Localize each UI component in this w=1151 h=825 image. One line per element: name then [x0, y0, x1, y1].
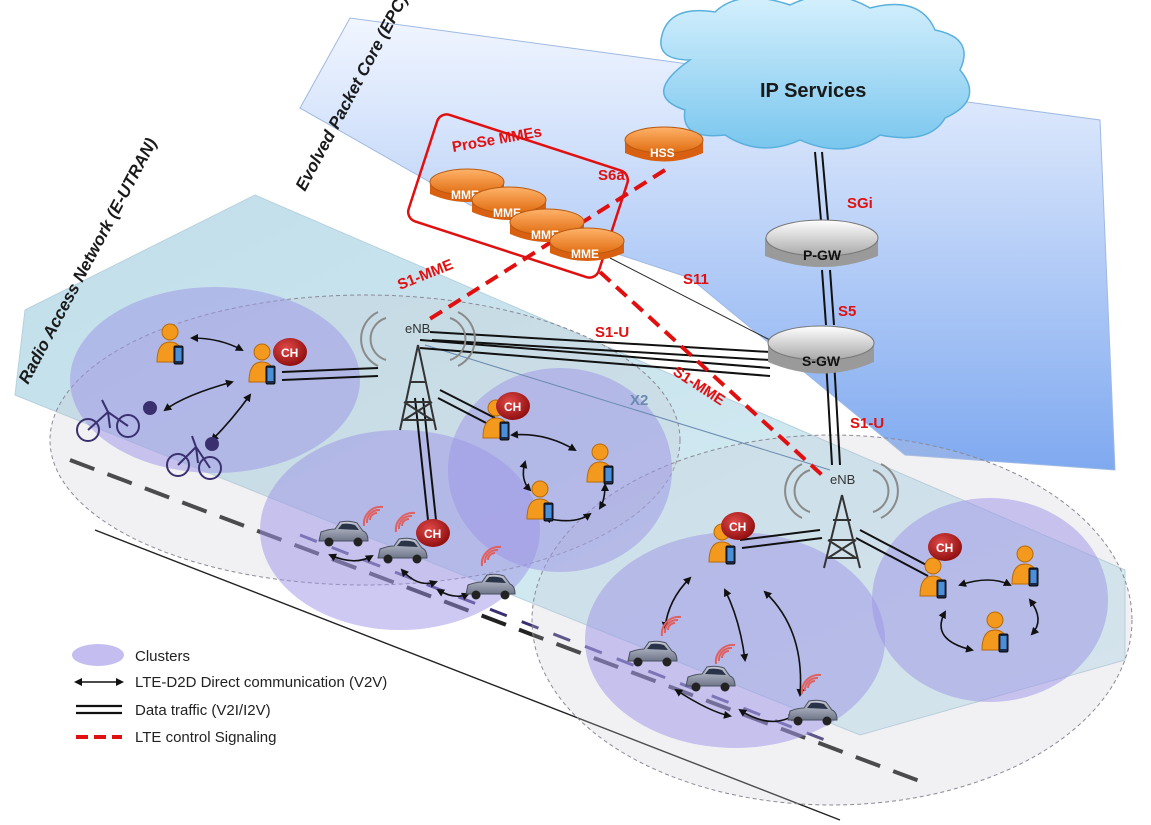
cluster-head-badge: CH — [416, 519, 450, 547]
cluster-head-badge: CH — [273, 338, 307, 366]
ch-label: CH — [281, 346, 298, 360]
tower-icon — [399, 344, 437, 431]
signal-icon — [360, 311, 476, 367]
enb-right: eNB — [784, 463, 899, 569]
cloud-label: IP Services — [760, 80, 866, 102]
enb-left: eNB — [360, 311, 476, 431]
label-s1-u-left: S1-U — [595, 324, 629, 341]
ch-label: CH — [729, 520, 746, 534]
bicycle-icon — [166, 435, 222, 480]
label-s6a: S6a — [598, 167, 625, 184]
cluster-head-badge: CH — [721, 512, 755, 540]
legend-control: LTE control Signaling — [135, 729, 276, 746]
enb-left-label: eNB — [405, 321, 430, 336]
signal-icon — [784, 463, 899, 519]
ch-label: CH — [504, 400, 521, 414]
prose-mme-group — [406, 113, 630, 279]
pgw-node: P-GW — [765, 219, 879, 267]
cluster — [872, 498, 1108, 702]
mme-label: MME — [571, 247, 599, 261]
clusters — [70, 287, 1108, 748]
legend-data: Data traffic (V2I/I2V) — [135, 702, 271, 719]
tower-icon — [823, 494, 861, 569]
bicycle-icon — [76, 399, 157, 442]
legend-d2d: LTE-D2D Direct communication (V2V) — [135, 674, 387, 691]
legend-data-swatch — [76, 704, 122, 715]
legend-cluster-swatch — [72, 644, 124, 666]
ch-label: CH — [424, 527, 441, 541]
cluster — [585, 532, 885, 748]
label-s5: S5 — [838, 303, 856, 320]
pgw-label: P-GW — [803, 247, 842, 263]
enb-right-label: eNB — [830, 472, 855, 487]
ch-label: CH — [936, 541, 953, 555]
cluster-head-badge: CH — [928, 533, 962, 561]
label-x2: X2 — [630, 392, 648, 409]
label-sgi: SGi — [847, 195, 873, 212]
s11-link — [609, 257, 771, 341]
legend: Clusters LTE-D2D Direct communication (V… — [72, 644, 387, 746]
control-signaling-links — [423, 168, 824, 477]
hss-node: HSS — [624, 126, 704, 162]
sgw-label: S-GW — [802, 353, 841, 369]
label-s1-u-right: S1-U — [850, 415, 884, 432]
data-traffic-links — [281, 151, 933, 577]
cluster — [448, 368, 672, 572]
label-s11: S11 — [683, 271, 709, 288]
d2d-links — [163, 334, 1040, 723]
mme-node: MME — [549, 227, 625, 261]
x2-link — [424, 344, 831, 471]
sgw-node: S-GW — [767, 325, 875, 374]
cloud-icon — [660, 0, 971, 150]
legend-clusters: Clusters — [135, 648, 190, 665]
cluster-head-badge: CH — [496, 392, 530, 420]
hss-label: HSS — [650, 146, 675, 160]
